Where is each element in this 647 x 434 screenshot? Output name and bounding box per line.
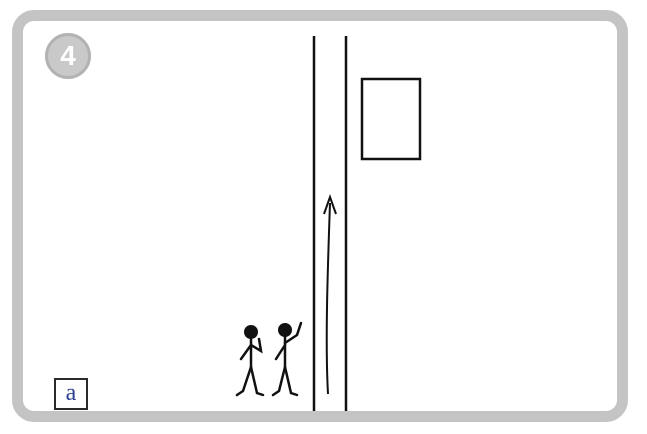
up-arrow-icon: [324, 197, 336, 394]
two-people-walking-icon: [237, 323, 301, 395]
scene-diagram: [23, 21, 617, 411]
illustration-panel: 4 a: [12, 10, 628, 422]
panel-label-box: a: [54, 378, 88, 410]
rectangle-sign-icon: [362, 79, 420, 159]
